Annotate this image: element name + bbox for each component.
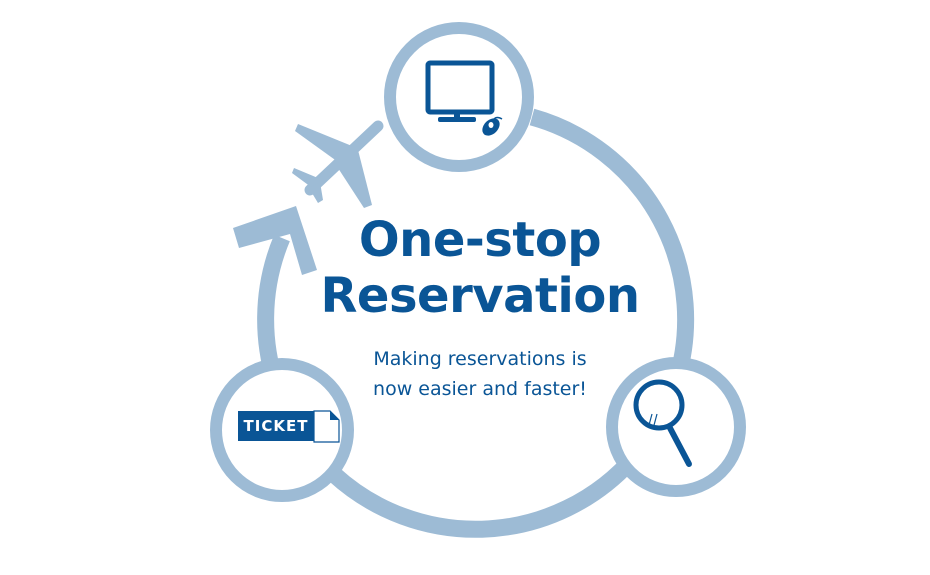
arrowhead-icon [233, 206, 317, 275]
computer-icon [425, 60, 495, 122]
ticket-label: TICKET [238, 411, 314, 441]
computer-circle [384, 22, 534, 172]
subtitle-line-2: now easier and faster! [373, 378, 587, 400]
airplane-icon [292, 120, 384, 208]
title-line-2: Reservation [320, 268, 640, 324]
ticket-icon [313, 410, 340, 443]
magnifier-icon [633, 379, 692, 467]
subtitle-line-1: Making reservations is [373, 348, 587, 370]
search-circle [606, 357, 746, 497]
title-line-1: One-stop [358, 212, 602, 268]
mouse-icon [482, 116, 503, 136]
